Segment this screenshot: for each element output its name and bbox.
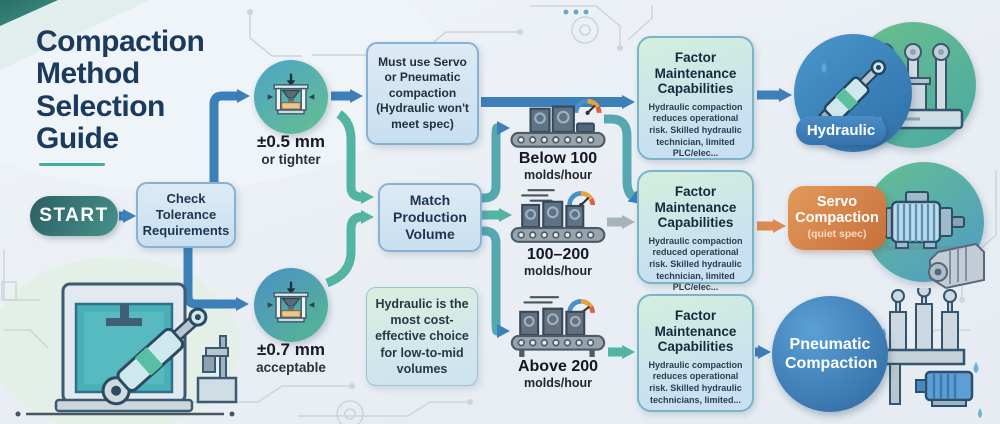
factor-3-body: Hydraulic compaction reduces operational… [648, 359, 743, 405]
volume-high-value: Above 200 [517, 358, 599, 375]
factor-2-title: Factor Maintenance Capabilities [654, 184, 737, 231]
tolerance-loose-caption: acceptable [256, 360, 326, 375]
hydraulic-value-text: Hydraulic is the most cost-effective cho… [375, 296, 469, 376]
tolerance-loose-node [254, 268, 328, 342]
match-volume-node: Match Production Volume [378, 183, 482, 252]
title-underline [39, 163, 105, 166]
servo-label-text: Servo Compaction [795, 194, 879, 227]
volume-low-caption: molds/hour [523, 168, 593, 182]
outcome-hydraulic-label: Hydraulic [796, 116, 886, 145]
tolerance-tight-node [254, 60, 328, 134]
start-node: START [30, 196, 118, 236]
must-use-note: Must use Servo or Pneumatic compaction (… [366, 42, 479, 145]
hydraulic-value-note: Hydraulic is the most cost-effective cho… [366, 287, 478, 386]
volume-option-high: Above 200 molds/hour [502, 358, 614, 390]
factor-1-body: Hydraulic compaction reduces operational… [648, 101, 743, 159]
must-use-text: Must use Servo or Pneumatic compaction (… [376, 54, 469, 131]
start-label: START [39, 205, 109, 226]
volume-mid-value: 100–200 [526, 246, 590, 263]
servo-sub-text: (quiet spec) [807, 228, 867, 241]
volume-option-mid: 100–200 molds/hour [502, 246, 614, 278]
factor-1-title: Factor Maintenance Capabilities [654, 50, 737, 97]
tolerance-loose-value: ±0.7 mm [257, 340, 325, 359]
pneumatic-label-text: Pneumatic Compaction [785, 335, 878, 372]
pneumatic-system-illustration [882, 288, 982, 418]
tolerance-loose-label: ±0.7 mm acceptable [231, 340, 351, 375]
volume-high-caption: molds/hour [523, 376, 593, 390]
outcome-pneumatic-label: Pneumatic Compaction [772, 296, 888, 412]
tolerance-tight-caption: or tighter [261, 152, 321, 167]
hydraulic-label-text: Hydraulic [806, 122, 876, 139]
volume-low-value: Below 100 [518, 150, 598, 167]
conveyor-icon [510, 296, 606, 357]
press-icon [267, 281, 315, 323]
gearbox-icon [928, 242, 985, 290]
factor-2-body: Hydraulic compaction reduced operational… [648, 235, 743, 293]
outcome-servo-label: Servo Compaction (quiet spec) [788, 186, 886, 250]
tolerance-tight-label: ±0.5 mm or tighter [231, 132, 351, 167]
match-volume-label: Match Production Volume [393, 192, 467, 242]
tolerance-tight-value: ±0.5 mm [257, 132, 325, 151]
volume-mid-caption: molds/hour [523, 264, 593, 278]
factor-box-3: Factor Maintenance Capabilities Hydrauli… [637, 294, 754, 412]
factor-3-title: Factor Maintenance Capabilities [654, 308, 737, 355]
factor-box-1: Factor Maintenance Capabilities Hydrauli… [637, 36, 754, 160]
volume-option-low: Below 100 molds/hour [502, 150, 614, 182]
factor-box-2: Factor Maintenance Capabilities Hydrauli… [637, 170, 754, 292]
conveyor-icon [510, 98, 606, 148]
conveyor-icon [510, 189, 606, 243]
check-tolerance-node: Check Tolerance Requirements [136, 182, 236, 248]
check-tolerance-label: Check Tolerance Requirements [142, 190, 230, 239]
factory-machine-illustration [15, 282, 238, 417]
press-icon [267, 73, 315, 115]
page-title: Compaction Method Selection Guide [36, 25, 205, 156]
